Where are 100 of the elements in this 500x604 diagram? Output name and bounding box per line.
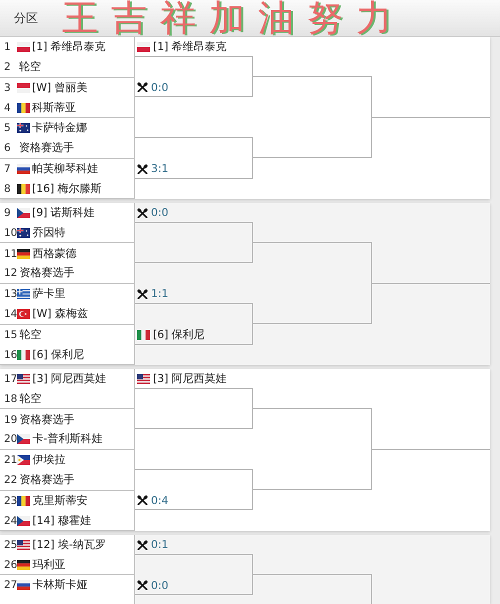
bracket-line [252, 157, 254, 179]
player-row [0, 368, 134, 390]
bracket-line [371, 76, 372, 118]
player-row [0, 138, 134, 159]
player-row [0, 490, 134, 511]
draw-position: 20 [4, 433, 18, 446]
player-name: 卡林斯卡娅 [32, 578, 88, 592]
player-name: 轮空 [19, 392, 42, 406]
bracket-line [371, 242, 372, 284]
bracket-line [252, 388, 254, 409]
player-name: 资格赛选手 [19, 472, 74, 487]
bracket-line [252, 323, 254, 344]
player-name: 资格赛选手 [19, 141, 74, 156]
draw-position: 27 [4, 579, 18, 592]
player-name: 帕芙柳琴科娃 [32, 162, 98, 176]
player-row [0, 555, 134, 576]
bracket-slot [135, 370, 253, 389]
draw-position: 15 [4, 328, 18, 341]
draw-position: 8 [4, 182, 12, 195]
draw-position: 1 [4, 41, 12, 54]
bracket-line [252, 408, 254, 430]
player-row [0, 57, 134, 78]
player-row [0, 470, 134, 491]
player-name: [12] 埃-纳瓦罗 [32, 538, 106, 552]
player-name: [14] 穆霍娃 [32, 514, 91, 528]
draw-position: 22 [4, 474, 18, 486]
draw-position: 14 [4, 308, 18, 320]
draw-position: 16 [4, 348, 18, 361]
draw-position: 7 [4, 162, 12, 175]
bracket-line [252, 468, 254, 490]
player-name: 伊埃拉 [32, 453, 66, 468]
player-row [0, 98, 134, 118]
player-row [0, 510, 134, 532]
bracket-line [371, 448, 372, 490]
player-name: [W] 森梅兹 [32, 307, 88, 322]
bracket-line [371, 116, 372, 158]
match-score: 1:1 [151, 287, 168, 300]
player-name: 资格赛选手 [19, 266, 74, 280]
bracket-line [252, 554, 254, 575]
player-name: [6] 保利尼 [153, 328, 205, 342]
bracket-line [371, 574, 372, 604]
player-name: 卡-普利斯科娃 [32, 432, 102, 446]
bracket-line [252, 137, 254, 158]
bracket-line [371, 282, 372, 324]
player-name: [W] 曾丽美 [32, 80, 88, 95]
player-row [0, 202, 134, 224]
player-row [0, 264, 134, 284]
match-score: 0:0 [151, 80, 168, 94]
player-name: 西格蒙德 [32, 246, 76, 261]
bracket-line [252, 489, 254, 510]
draw-position: 11 [4, 248, 18, 260]
player-row [0, 78, 134, 98]
bracket-line [252, 242, 254, 264]
column-header: 分区 [14, 10, 38, 26]
draw-position: 6 [4, 142, 12, 154]
player-name: [9] 诺斯科娃 [32, 206, 95, 220]
player-name: [1] 希维昂泰克 [32, 40, 106, 54]
draw-position: 23 [4, 494, 18, 507]
bracket-line [252, 302, 254, 324]
draw-position: 24 [4, 514, 18, 527]
match-score: 0:0 [151, 206, 168, 220]
player-row [0, 37, 134, 58]
player-row [0, 534, 134, 555]
bracket-slot [135, 38, 253, 57]
player-row [0, 223, 134, 244]
draw-position: 12 [4, 267, 18, 280]
player-name: 萨卡里 [32, 287, 66, 302]
player-row [0, 324, 134, 345]
player-row [0, 179, 134, 200]
player-name: [3] 阿尼西莫娃 [153, 372, 227, 386]
draw-position: 5 [4, 122, 12, 134]
draw-position: 25 [4, 538, 18, 551]
match-score: 0:4 [151, 494, 168, 507]
player-name: 乔因特 [32, 226, 66, 240]
draw-position: 3 [4, 82, 12, 94]
player-name: [1] 希维昂泰克 [153, 40, 227, 54]
player-name: 轮空 [19, 60, 41, 74]
player-name: 卡萨特金娜 [32, 121, 87, 136]
draw-position: 21 [4, 454, 18, 466]
draw-position: 4 [4, 102, 12, 114]
bracket-line [371, 408, 372, 450]
player-name: 资格赛选手 [19, 412, 74, 427]
draw-position: 19 [4, 414, 18, 426]
match-score: 0:0 [151, 578, 168, 592]
draw-position: 18 [4, 392, 18, 405]
player-row [0, 304, 134, 325]
bracket-line [252, 222, 254, 243]
bracket-line [252, 76, 254, 98]
draw-position: 10 [4, 226, 18, 239]
player-name: [16] 梅尔滕斯 [32, 182, 102, 196]
title-text: 王吉祥加油努力 [62, 0, 405, 37]
player-name: 玛利亚 [32, 558, 66, 572]
bracket-line [252, 56, 254, 78]
player-row [0, 389, 134, 410]
player-name: 克里斯蒂安 [32, 494, 88, 508]
draw-position: 26 [4, 558, 18, 571]
player-row [0, 345, 134, 366]
draw-position: 13 [4, 288, 18, 300]
player-name: 轮空 [19, 328, 42, 342]
draw-position: 2 [4, 60, 12, 73]
